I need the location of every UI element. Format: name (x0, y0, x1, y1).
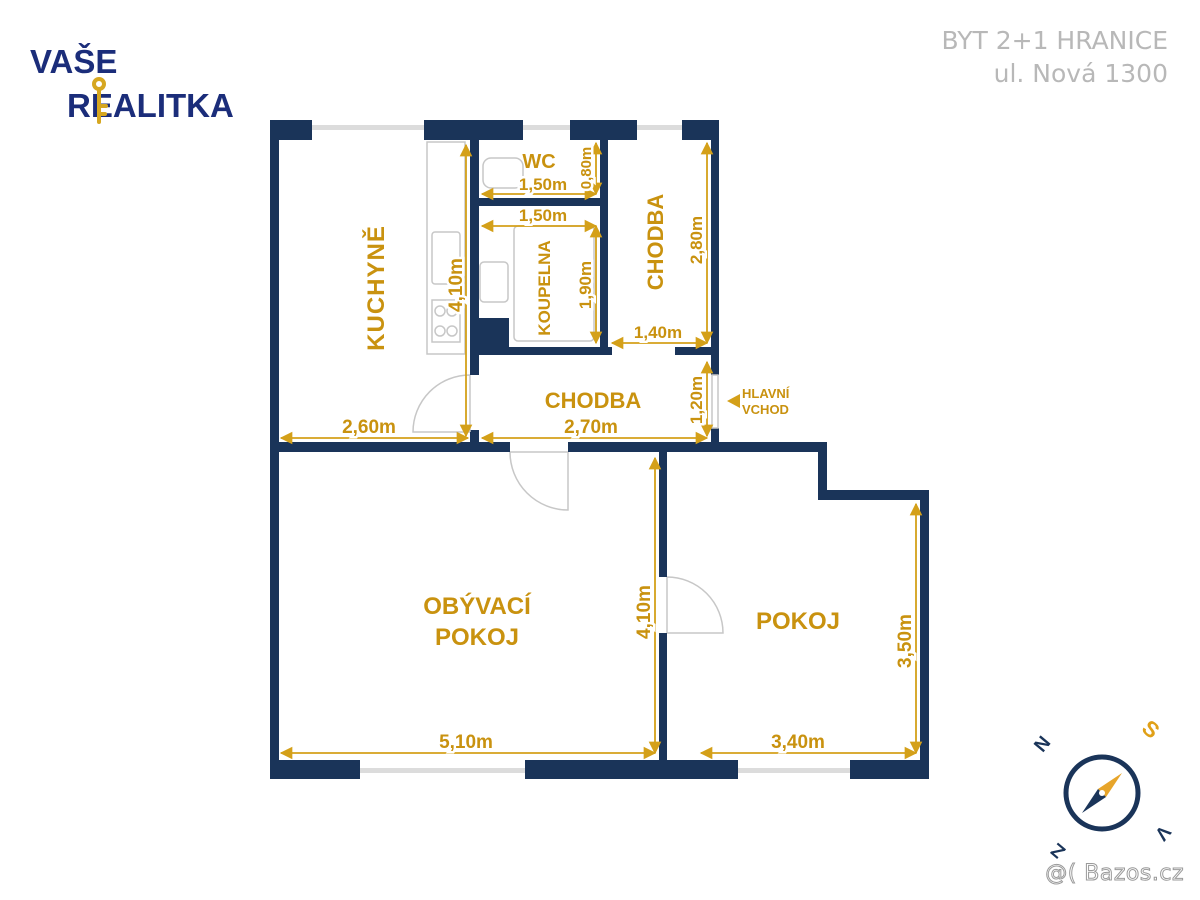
room-hall-upper: CHODBA (643, 194, 668, 291)
compass-n: N (1030, 732, 1055, 756)
hall-lower-depth-label: 1,20m (687, 376, 706, 424)
room-labels: KUCHYNĚ WC KOUPELNA CHODBA CHODBA OBÝVAC… (362, 151, 840, 651)
listing-address: ul. Nová 1300 (993, 59, 1168, 88)
bath-depth-label: 1,90m (576, 261, 595, 309)
entrance-opening (711, 374, 719, 429)
bazos-watermark: @( Bazos.cz (1045, 861, 1184, 887)
hall-upper-width-label: 1,40m (634, 323, 682, 342)
entrance-label-1: HLAVNÍ (742, 386, 790, 401)
bath-width-label: 1,50m (519, 206, 567, 225)
wc-depth-label: 0,80m (578, 147, 595, 190)
room-kitchen: KUCHYNĚ (362, 225, 390, 351)
compass-e: V (1150, 821, 1174, 844)
listing-title: BYT 2+1 HRANICE ul. Nová 1300 (941, 24, 1168, 90)
compass-s: S (1137, 715, 1164, 744)
kitchen-depth-label: 4,10m (446, 258, 467, 312)
wc-width-label: 1,50m (519, 175, 567, 194)
logo-line-1: VAŠE (30, 42, 117, 80)
bedroom-depth-label: 3,50m (895, 614, 916, 668)
hall-lower-width-label: 2,70m (564, 417, 618, 438)
kitchen-door (412, 374, 471, 433)
key-icon (92, 77, 108, 124)
room-living-line-2: POKOJ (435, 624, 519, 651)
living-width-label: 5,10m (439, 732, 493, 753)
listing-title-main: BYT 2+1 HRANICE (941, 26, 1168, 55)
entrance-arrow-icon (727, 394, 740, 408)
logo-line-2: REALITKA (67, 87, 234, 124)
main-entrance: HLAVNÍ VCHOD (727, 386, 790, 417)
dimension-lines (279, 141, 923, 760)
living-depth-label: 4,10m (634, 585, 655, 639)
toilet (482, 157, 524, 189)
room-bedroom: POKOJ (756, 608, 840, 635)
windows (312, 125, 850, 773)
bedroom-width-label: 3,40m (771, 732, 825, 753)
living-door (509, 451, 569, 511)
fixtures (426, 141, 595, 355)
dimension-labels: 2,60m 4,10m 1,50m 0,80m 1,50m 1,90m 1,40… (340, 144, 919, 755)
entrance-label-2: VCHOD (742, 402, 789, 417)
kitchen-width-label: 2,60m (342, 417, 396, 438)
compass-w: Z (1047, 838, 1070, 862)
room-bathroom: KOUPELNA (535, 240, 554, 335)
hall-upper-depth-label: 2,80m (687, 216, 706, 264)
compass-icon: S N Z V (1030, 715, 1174, 862)
room-hall-lower: CHODBA (545, 388, 642, 413)
vase-realitka-logo: VAŠE REALITKA (30, 42, 234, 124)
bath-sink (479, 261, 509, 303)
room-wc: WC (522, 151, 555, 173)
room-living-line-1: OBÝVACÍ (423, 592, 532, 620)
bedroom-door (666, 576, 724, 634)
walls (270, 120, 929, 779)
